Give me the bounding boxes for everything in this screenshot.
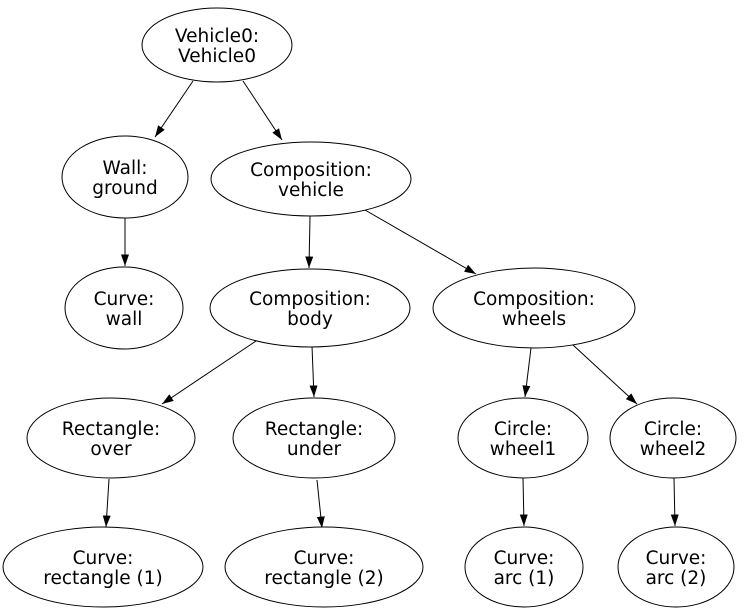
node-composition-wheels-ellipse — [432, 267, 636, 349]
node-rectangle-over-label-line1: Rectangle: — [62, 419, 160, 440]
node-circle-wheel2-ellipse — [609, 397, 737, 479]
node-curve-arc-2: Curve: arc (2) — [617, 526, 735, 608]
node-wall-ground-ellipse — [61, 135, 189, 219]
node-curve-rectangle-1-ellipse — [2, 526, 204, 608]
node-composition-wheels-label-line2: wheels — [502, 309, 566, 330]
edge-vehicle0-wall-ground — [154, 80, 194, 138]
node-vehicle0-ellipse — [141, 7, 293, 83]
node-curve-rectangle-2-ellipse — [224, 526, 424, 608]
node-composition-vehicle-label-line1: Composition: — [250, 160, 372, 181]
node-circle-wheel1: Circle: wheel1 — [457, 397, 589, 479]
node-rectangle-over-label-line2: over — [90, 439, 132, 460]
node-curve-wall: Curve: wall — [64, 266, 184, 350]
node-wall-ground-label-line1: Wall: — [103, 158, 148, 179]
node-vehicle0-label-line2: Vehicle0 — [178, 46, 256, 67]
node-circle-wheel2-label-line2: wheel2 — [640, 439, 707, 460]
node-composition-body: Composition: body — [209, 268, 411, 348]
edge-composition-vehicle-composition-body — [305, 215, 314, 269]
node-curve-rectangle-2-label-line2: rectangle (2) — [264, 568, 383, 589]
node-wall-ground: Wall: ground — [61, 135, 189, 219]
edge-composition-body-rectangle-over — [161, 340, 257, 405]
node-rectangle-under-ellipse — [232, 397, 396, 479]
node-curve-arc-2-ellipse — [617, 526, 735, 608]
edge-composition-wheels-circle-wheel2 — [572, 344, 638, 405]
node-rectangle-over: Rectangle: over — [26, 397, 196, 479]
node-composition-body-label-line1: Composition: — [249, 289, 371, 310]
node-composition-vehicle-label-line2: vehicle — [278, 180, 344, 201]
node-curve-arc-1-ellipse — [464, 526, 584, 608]
edge-composition-wheels-circle-wheel1 — [522, 347, 532, 398]
node-curve-rectangle-1: Curve: rectangle (1) — [2, 526, 204, 608]
node-composition-vehicle: Composition: vehicle — [210, 141, 412, 217]
node-curve-rectangle-1-label-line1: Curve: — [73, 548, 134, 569]
node-curve-arc-1-label-line1: Curve: — [494, 548, 555, 569]
node-circle-wheel1-label-line2: wheel1 — [490, 439, 557, 460]
edge-vehicle0-composition-vehicle — [242, 80, 283, 141]
node-circle-wheel2: Circle: wheel2 — [609, 397, 737, 479]
node-circle-wheel1-label-line1: Circle: — [494, 419, 552, 440]
node-vehicle0-label-line1: Vehicle0: — [175, 26, 259, 47]
node-composition-wheels: Composition: wheels — [432, 267, 636, 349]
edge-circle-wheel1-curve-arc-1 — [519, 477, 528, 527]
node-composition-vehicle-ellipse — [210, 141, 412, 217]
node-layer: Vehicle0: Vehicle0 Wall: ground Composit… — [2, 7, 737, 608]
node-curve-rectangle-2: Curve: rectangle (2) — [224, 526, 424, 608]
edge-layer — [102, 80, 679, 529]
node-rectangle-over-ellipse — [26, 397, 196, 479]
node-curve-wall-label-line2: wall — [106, 309, 143, 330]
node-circle-wheel2-label-line1: Circle: — [644, 419, 702, 440]
edge-rectangle-over-curve-rectangle-1 — [102, 478, 111, 528]
edge-rectangle-under-curve-rectangle-2 — [316, 479, 325, 529]
node-composition-body-label-line2: body — [287, 309, 333, 330]
node-curve-arc-1: Curve: arc (1) — [464, 526, 584, 608]
node-vehicle0: Vehicle0: Vehicle0 — [141, 7, 293, 83]
node-rectangle-under-label-line1: Rectangle: — [265, 419, 363, 440]
node-curve-arc-2-label-line2: arc (2) — [646, 568, 707, 589]
node-curve-arc-2-label-line1: Curve: — [646, 548, 707, 569]
node-curve-rectangle-1-label-line2: rectangle (1) — [43, 568, 162, 589]
node-curve-wall-label-line1: Curve: — [94, 289, 155, 310]
node-rectangle-under-label-line2: under — [287, 439, 342, 460]
node-circle-wheel1-ellipse — [457, 397, 589, 479]
edge-composition-body-rectangle-under — [309, 345, 318, 398]
edge-circle-wheel2-curve-arc-2 — [670, 477, 679, 527]
node-composition-wheels-label-line1: Composition: — [473, 289, 595, 310]
node-wall-ground-label-line2: ground — [92, 178, 157, 199]
node-curve-arc-1-label-line2: arc (1) — [494, 568, 555, 589]
node-curve-wall-ellipse — [64, 266, 184, 350]
edge-composition-vehicle-composition-wheels — [364, 209, 477, 275]
node-rectangle-under: Rectangle: under — [232, 397, 396, 479]
node-curve-rectangle-2-label-line1: Curve: — [294, 548, 355, 569]
node-composition-body-ellipse — [209, 268, 411, 348]
